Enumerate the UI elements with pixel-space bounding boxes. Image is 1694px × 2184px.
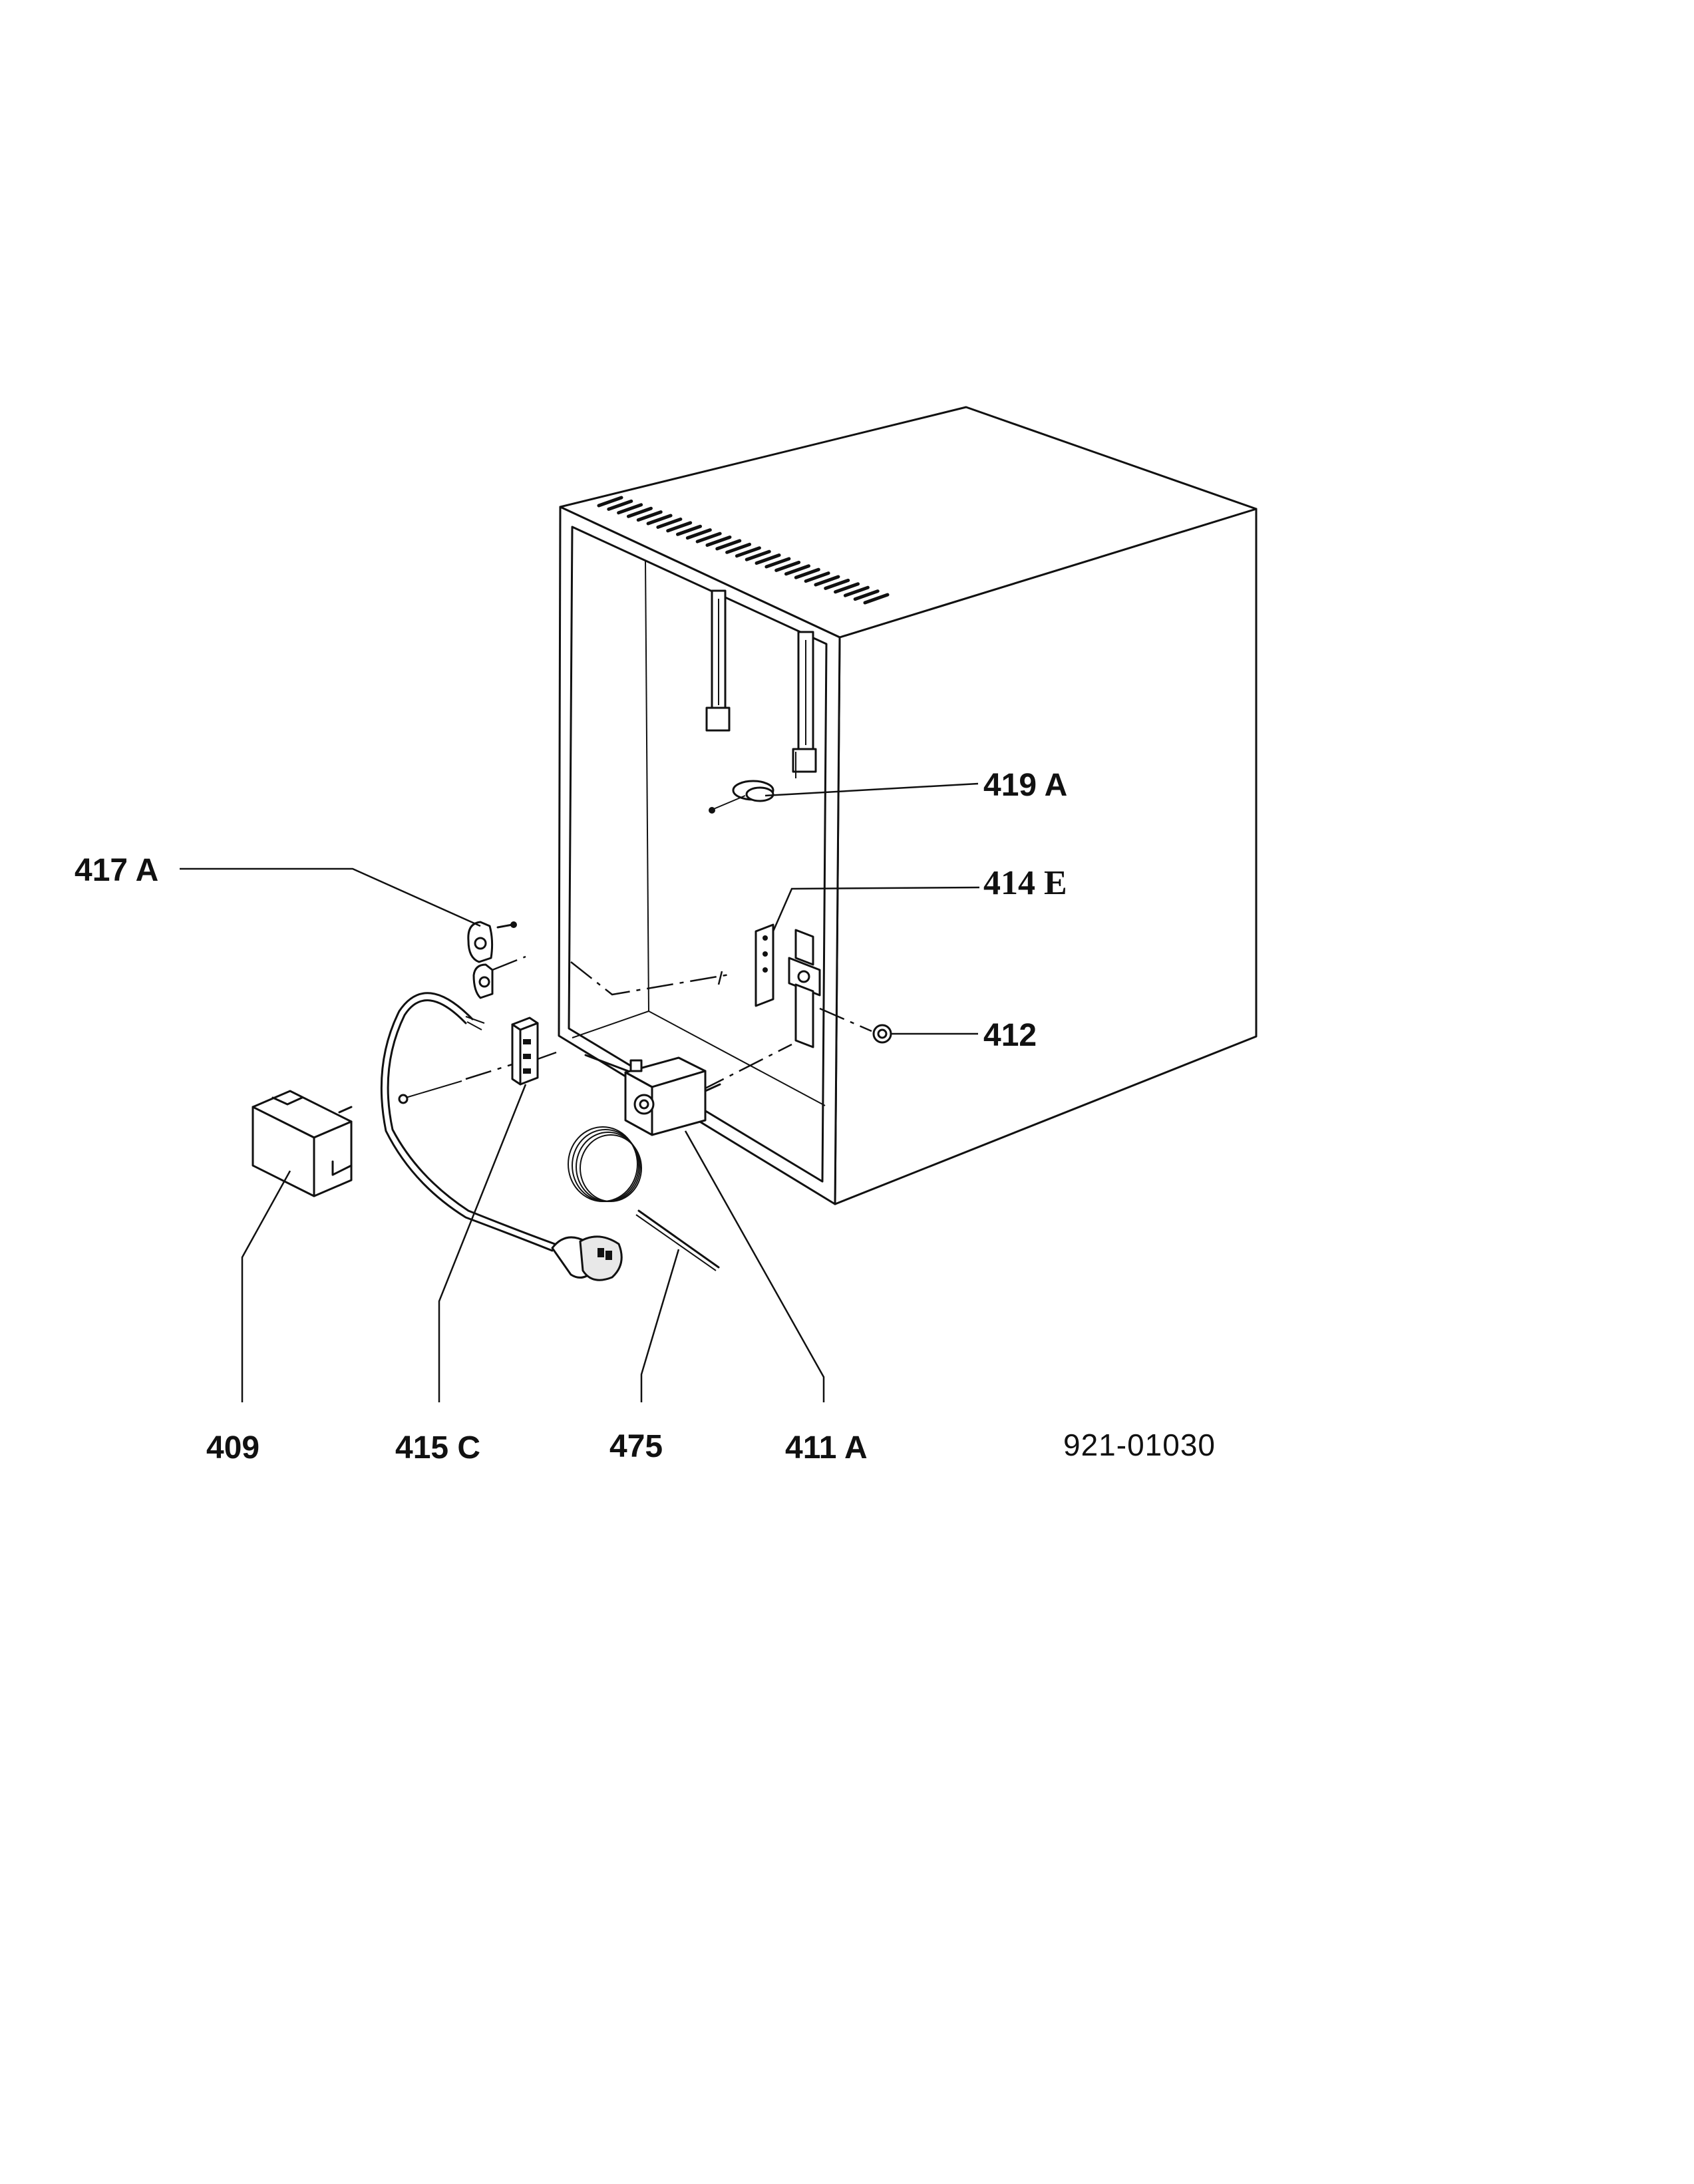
part-415c-terminal-block	[398, 1016, 557, 1104]
vent-slot	[636, 510, 663, 522]
vent-slot	[774, 560, 801, 572]
vent-slot	[695, 532, 722, 544]
vent-slot	[676, 524, 703, 536]
callout-412: 412	[983, 1018, 1037, 1053]
vent-slot	[804, 571, 830, 583]
part-419a	[709, 752, 796, 814]
vent-slot	[843, 585, 870, 597]
vent-slot	[784, 564, 810, 576]
vent-slot	[705, 535, 732, 547]
callout-411a: 411 A	[785, 1430, 868, 1466]
vent-slot	[853, 589, 880, 601]
vent-slot	[863, 593, 890, 605]
vent-slot	[656, 517, 683, 529]
vent-slot	[735, 546, 761, 558]
part-417a-hinge	[467, 921, 526, 999]
shelf-rails	[705, 589, 817, 773]
vent-slot	[764, 557, 791, 569]
vent-slot	[725, 542, 752, 554]
part-475-capillary	[568, 1126, 720, 1271]
vent-slot	[685, 528, 712, 540]
document-number: 921-01030	[1063, 1428, 1216, 1462]
vent-slot	[715, 539, 742, 551]
vent-slot	[824, 578, 850, 590]
callout-409: 409	[206, 1430, 259, 1466]
vent-slot	[834, 582, 860, 594]
vent-slot	[745, 549, 771, 561]
callout-labels: 419 A 417 A 414 E 412 409 415 C 475 411 …	[75, 768, 1216, 1466]
part-412	[872, 1024, 892, 1044]
power-cord	[380, 992, 623, 1281]
vent-slot	[794, 567, 820, 579]
vent-slot	[646, 514, 673, 526]
vent-slot	[597, 496, 623, 508]
vent-slot	[755, 553, 781, 565]
vent-slot	[666, 521, 693, 533]
cabinet	[558, 406, 1258, 1205]
callout-414e: 414 E	[983, 864, 1067, 902]
callout-475: 475	[609, 1429, 663, 1464]
vent-slot	[814, 575, 840, 587]
part-411a-thermostat	[584, 1054, 721, 1136]
top-vent-slots	[597, 496, 890, 605]
vent-slot	[617, 503, 643, 515]
vent-slot	[607, 499, 633, 511]
callout-415c: 415 C	[395, 1430, 480, 1466]
vent-slot	[626, 506, 653, 518]
part-409-cover	[252, 1090, 353, 1197]
leader-lines	[180, 782, 980, 1402]
callout-417a: 417 A	[75, 853, 158, 888]
callout-419a: 419 A	[983, 768, 1067, 803]
part-414e	[755, 923, 821, 1048]
